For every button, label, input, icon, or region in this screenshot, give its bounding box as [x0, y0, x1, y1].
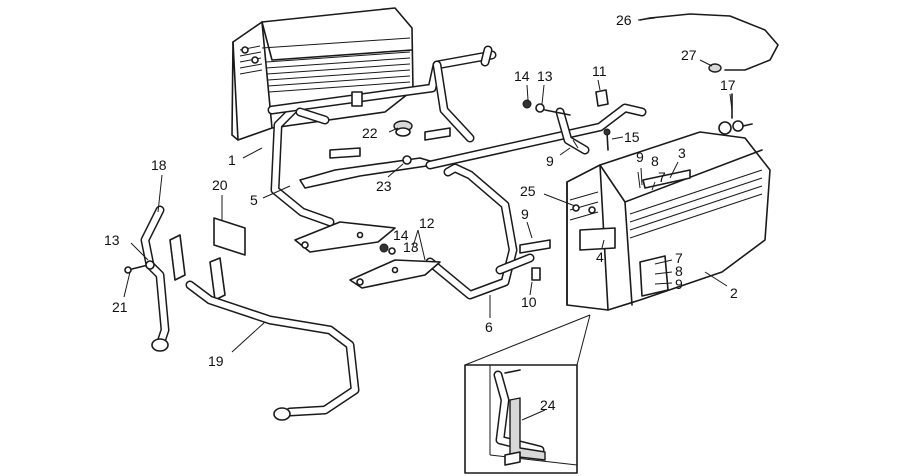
callout-9-top: 9 — [636, 149, 644, 165]
callout-labels: 1 2 3 4 5 6 7 7 8 8 9 9 9 9 10 11 12 13 … — [104, 12, 738, 413]
grommet-22 — [393, 120, 413, 137]
callout-8-top: 8 — [651, 153, 659, 169]
callout-19: 19 — [208, 353, 224, 369]
callout-20: 20 — [212, 177, 228, 193]
left-frame-tube — [267, 45, 497, 227]
leader-lines — [123, 17, 733, 421]
callout-23: 23 — [376, 178, 392, 194]
callout-13-top: 13 — [537, 68, 553, 84]
callout-22: 22 — [362, 125, 378, 141]
cable-26 — [639, 13, 779, 71]
washer-23 — [402, 155, 412, 165]
callout-15: 15 — [624, 129, 640, 145]
callout-27: 27 — [681, 47, 697, 63]
callout-9-frame: 9 — [546, 153, 554, 169]
callout-14-top: 14 — [514, 68, 530, 84]
callout-7-side: 7 — [675, 250, 683, 266]
callout-13-left: 13 — [104, 232, 120, 248]
callout-8-side: 8 — [675, 263, 683, 279]
callout-1: 1 — [228, 152, 236, 168]
callout-21: 21 — [112, 299, 128, 315]
screw-15 — [603, 128, 611, 151]
callout-13-center: 13 — [403, 239, 419, 255]
callout-9-side: 9 — [675, 276, 683, 292]
callout-2: 2 — [730, 285, 738, 301]
bolts-13-14-top — [522, 99, 571, 116]
right-frame-tube — [425, 103, 647, 300]
callout-7-top: 7 — [658, 169, 666, 185]
callout-18: 18 — [151, 157, 167, 173]
callout-5: 5 — [250, 192, 258, 208]
inset-detail — [464, 314, 591, 474]
callout-9-bracket: 9 — [521, 206, 529, 222]
callout-17: 17 — [720, 77, 736, 93]
rear-guard-assembly — [124, 205, 360, 421]
callout-10: 10 — [521, 294, 537, 310]
mounting-plates-12 — [294, 221, 441, 289]
callout-24: 24 — [540, 397, 556, 413]
callout-4: 4 — [596, 249, 604, 265]
callout-14-center: 14 — [393, 227, 409, 243]
right-pannier-case — [566, 131, 771, 311]
clip-11 — [595, 89, 609, 107]
bolt-10 — [531, 267, 541, 281]
lock-17 — [718, 93, 753, 135]
callout-11: 11 — [592, 63, 607, 79]
callout-3: 3 — [678, 145, 686, 161]
callout-12: 12 — [419, 215, 435, 231]
callout-25: 25 — [520, 183, 536, 199]
bolts-13-14-center — [379, 243, 396, 255]
callout-6: 6 — [485, 319, 493, 335]
callout-26: 26 — [616, 12, 632, 28]
